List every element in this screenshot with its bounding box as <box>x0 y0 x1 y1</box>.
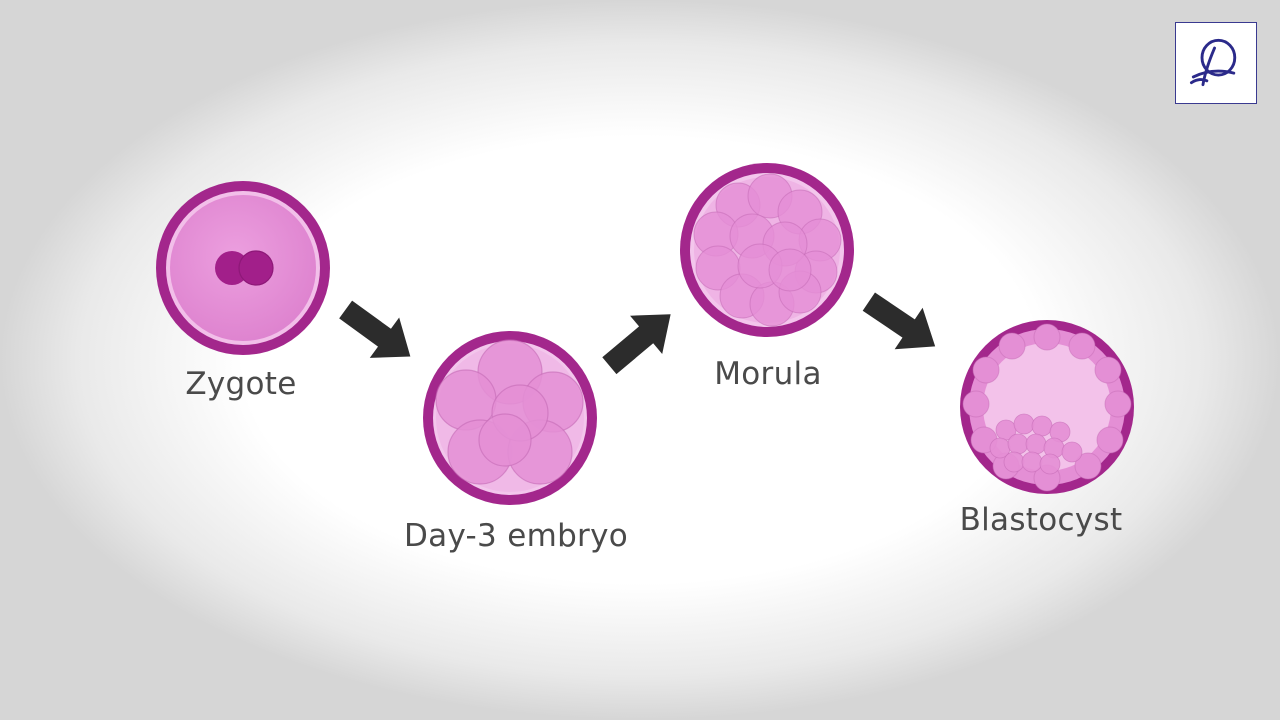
stage-label-morula: Morula <box>714 356 822 392</box>
pronuclei <box>215 250 274 286</box>
day3-embryo-illustration <box>423 331 597 505</box>
zygote-illustration <box>156 181 330 355</box>
blastocyst-illustration <box>960 320 1134 494</box>
arrow-icon-zygote-to-day3 <box>339 300 411 358</box>
arrow-icon-morula-to-blastocyst <box>862 292 936 350</box>
stage-label-day3-embryo: Day-3 embryo <box>403 518 629 554</box>
morula-illustration <box>680 163 854 337</box>
stage-label-blastocyst: Blastocyst <box>959 502 1123 538</box>
stage-label-zygote: Zygote <box>185 366 297 402</box>
arrow-icon-day3-to-morula <box>602 314 671 375</box>
inner-cell-mass <box>989 413 1083 475</box>
brand-logo-icon <box>1189 38 1237 87</box>
brand-logo[interactable] <box>1175 22 1257 104</box>
